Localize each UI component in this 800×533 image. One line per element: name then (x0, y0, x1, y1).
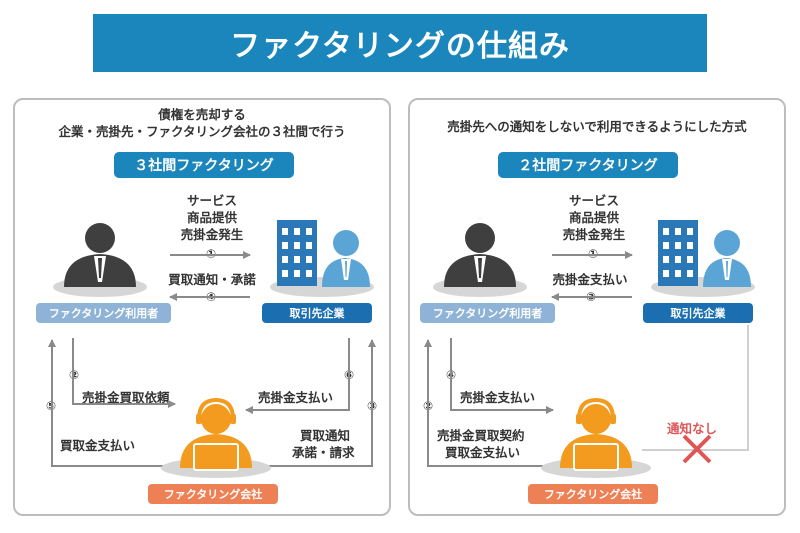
left-operator-icon (161, 397, 271, 478)
left-notice-req-1: 買取通知 (300, 428, 351, 443)
right-user-person-icon (433, 223, 527, 297)
left-user-badge: ファクタリング利用者 (36, 303, 171, 323)
right-contract-label-2: 買取金支払い (445, 445, 521, 460)
right-arrow-collect (450, 338, 554, 414)
right-corp-badge: 取引先企業 (643, 303, 753, 323)
right-collect-label: 売掛金支払い (460, 390, 536, 405)
left-flow-product: 商品提供 (186, 210, 238, 225)
right-flow-receivable: 売掛金発生 (562, 227, 626, 242)
right-corp-person-icon (703, 230, 751, 287)
left-notice-label: 買取通知・承諾 (168, 272, 256, 287)
left-collect-label: 売掛金支払い (258, 390, 334, 405)
right-pay-label: 売掛金支払い (552, 272, 628, 287)
left-header-line1: 債権を売却する (158, 107, 246, 122)
left-corp-badge: 取引先企業 (262, 303, 372, 323)
left-payment-label: 買取金支払い (60, 438, 136, 453)
left-arrow-request (72, 338, 176, 408)
left-arrow-collect (245, 338, 350, 414)
left-flow-receivable: 売掛金発生 (180, 227, 244, 242)
right-contract-label-1: 売掛金買取契約 (437, 428, 525, 443)
left-arrow-notice-request (266, 339, 376, 467)
right-flow-product: 商品提供 (568, 210, 620, 225)
left-notice-req-2: 承諾・請求 (292, 445, 355, 460)
right-arrow-contract (424, 339, 560, 467)
right-flow-service: サービス (568, 193, 620, 208)
left-flow-service: サービス (186, 193, 238, 208)
right-no-notice-line (642, 325, 749, 451)
right-factor-badge: ファクタリング会社 (528, 484, 658, 504)
left-arrow-payment (48, 339, 178, 467)
left-header-line2: 企業・売掛先・ファクタリング会社の３社間で行う (58, 124, 346, 139)
left-factor-badge: ファクタリング会社 (148, 484, 278, 504)
left-subtitle: ３社間ファクタリング (114, 152, 294, 178)
no-notice-label: 通知なし (667, 421, 718, 436)
page-title: ファクタリングの仕組み (93, 14, 707, 72)
left-user-person-icon (53, 223, 147, 297)
right-subtitle: ２社間ファクタリング (498, 152, 678, 178)
cross-icon (682, 434, 712, 464)
right-user-badge: ファクタリング利用者 (420, 303, 555, 323)
right-header-line1: 売掛先への通知をしないで利用できるようにした方式 (447, 119, 747, 134)
left-corp-person-icon (322, 230, 370, 287)
right-operator-icon (541, 397, 651, 478)
left-request-label: 売掛金買取依頼 (82, 390, 170, 405)
left-num-2: ② (69, 368, 80, 382)
